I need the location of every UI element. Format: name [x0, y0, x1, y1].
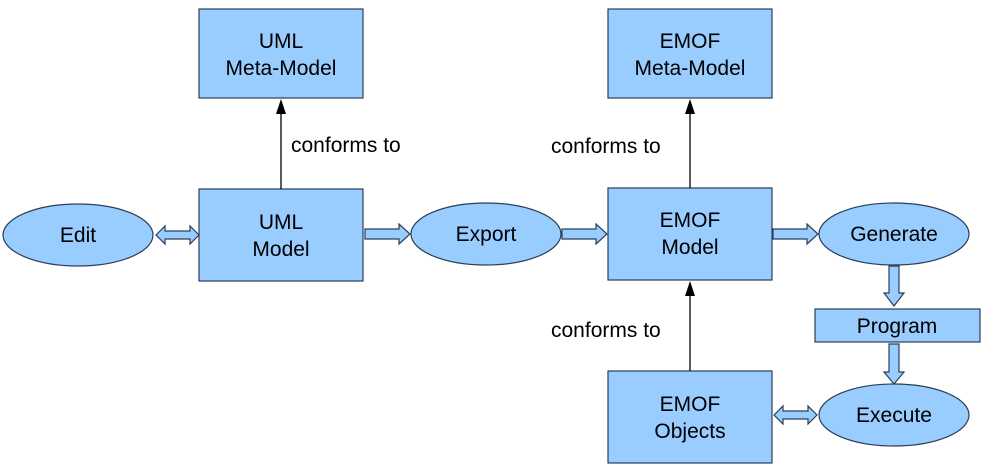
emof-objects-label-line2: Objects [654, 420, 725, 443]
uml-meta-model-label-line1: UML [259, 30, 303, 53]
uml-meta-model-box: UML Meta-Model [198, 8, 364, 99]
emof-objects-box: EMOF Objects [607, 370, 773, 464]
export-to-emof-model-arrow [561, 222, 608, 246]
uml-to-export-arrow [364, 222, 411, 246]
program-box: Program [814, 308, 981, 343]
emof-objects-conforms-arrow [685, 281, 695, 371]
execute-label: Execute [856, 404, 932, 427]
uml-model-label-line1: UML [259, 211, 303, 234]
emof-model-label-line1: EMOF [660, 209, 721, 232]
uml-model-box: UML Model [198, 188, 364, 282]
emof-model-label-line2: Model [661, 236, 718, 259]
execute-ellipse: Execute [818, 383, 970, 447]
generate-to-program-arrow [882, 265, 906, 307]
export-label: Export [456, 223, 517, 246]
emof-objects-conforms-label: conforms to [551, 319, 661, 342]
edit-ellipse: Edit [2, 203, 154, 267]
program-to-execute-arrow [882, 343, 906, 385]
emof-model-conforms-arrow [685, 99, 695, 188]
emof-model-conforms-label: conforms to [551, 135, 661, 158]
edit-uml-double-arrow [155, 224, 200, 246]
emof-meta-model-label-line2: Meta-Model [635, 57, 746, 80]
emof-objects-execute-double-arrow [773, 404, 818, 426]
uml-model-label-line2: Model [252, 238, 309, 261]
emof-model-box: EMOF Model [607, 187, 773, 281]
generate-label: Generate [850, 223, 938, 246]
emof-objects-label-line1: EMOF [660, 393, 721, 416]
emof-meta-model-box: EMOF Meta-Model [607, 8, 773, 99]
uml-meta-model-label-line2: Meta-Model [226, 57, 337, 80]
uml-conforms-arrow [276, 99, 286, 189]
emof-model-to-generate-arrow [772, 222, 819, 246]
edit-label: Edit [60, 224, 96, 247]
uml-conforms-label: conforms to [291, 134, 401, 157]
program-label: Program [857, 315, 938, 338]
generate-ellipse: Generate [818, 202, 970, 266]
emof-meta-model-label-line1: EMOF [660, 30, 721, 53]
export-ellipse: Export [410, 202, 562, 266]
